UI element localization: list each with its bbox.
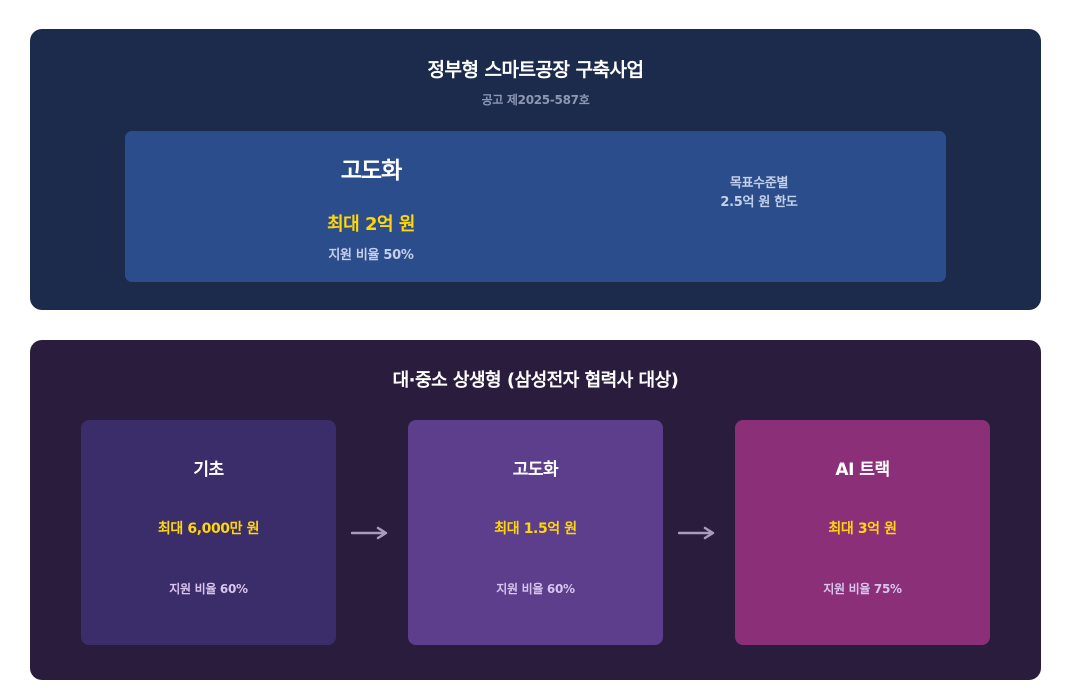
card-amount: 최대 1.5억 원 [494,521,577,537]
gov-box-amount: 최대 2억 원 [327,214,415,235]
gov-box-note: 목표수준별 2.5억 원 한도 [659,174,859,212]
track-card-basic: 기초 최대 6,000만 원 지원 비율 60% [81,420,336,645]
government-program-panel: 정부형 스마트공장 구축사업 공고 제2025-587호 고도화 최대 2억 원… [30,29,1041,310]
gov-box-note-line1: 목표수준별 [729,176,789,191]
cooperative-program-panel: 대·중소 상생형 (삼성전자 협력사 대상) 기초 최대 6,000만 원 지원… [30,340,1041,680]
card-rate: 지원 비율 60% [496,582,575,596]
gov-box-title: 고도화 [340,158,402,184]
card-amount: 최대 3억 원 [828,521,897,537]
track-card-ai: AI 트랙 최대 3억 원 지원 비율 75% [735,420,990,645]
card-amount: 최대 6,000만 원 [157,521,260,537]
card-title: AI 트랙 [835,460,890,480]
gov-box-note-line2: 2.5억 원 한도 [720,195,798,210]
card-rate: 지원 비율 60% [169,582,248,596]
cooperative-program-title: 대·중소 상생형 (삼성전자 협력사 대상) [392,370,679,391]
arrow-right-icon [678,526,715,540]
arrow-right-icon [351,526,388,540]
announcement-number: 공고 제2025-587호 [481,93,590,107]
gov-box-rate: 지원 비율 50% [328,248,414,263]
government-advanced-box: 고도화 최대 2억 원 지원 비율 50% 목표수준별 2.5억 원 한도 [125,131,946,282]
track-card-advanced: 고도화 최대 1.5억 원 지원 비율 60% [408,420,663,645]
card-title: 기초 [193,460,224,480]
card-title: 고도화 [512,460,559,480]
card-rate: 지원 비율 75% [823,582,902,596]
government-program-title: 정부형 스마트공장 구축사업 [427,59,645,81]
